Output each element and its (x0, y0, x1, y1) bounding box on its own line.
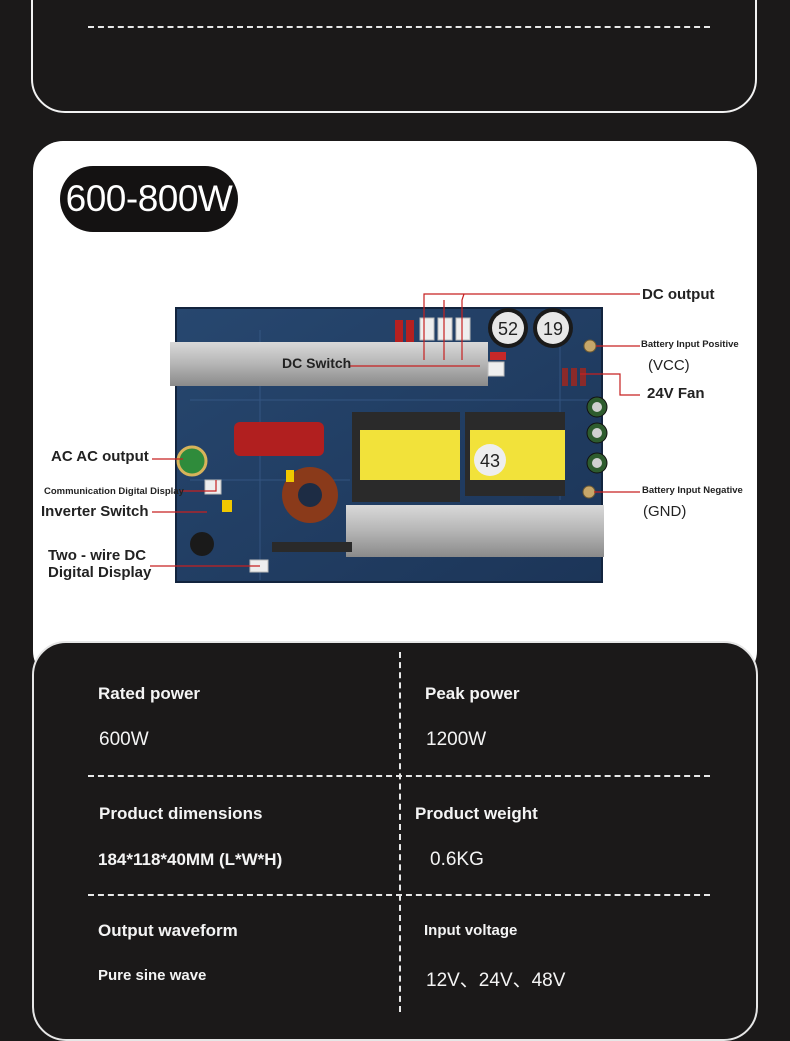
label-dc-output: DC output (642, 286, 715, 303)
label-ac-output: AC AC output (51, 448, 149, 465)
specs-card (32, 641, 758, 1041)
cap-mark-52: 52 (498, 319, 518, 339)
cap-mark-19: 19 (543, 319, 563, 339)
spec-label-peak-power: Peak power (425, 684, 520, 703)
label-two-wire-line1: Two - wire DC (48, 547, 147, 564)
transformer-mark-43: 43 (480, 451, 500, 471)
specs-row-divider-1 (88, 775, 710, 777)
specs-row-divider-2 (88, 894, 710, 896)
label-battery-positive: Battery Input Positive (641, 339, 739, 350)
circuit-board-illustration: 52 19 43 (150, 293, 640, 583)
spec-value-input-voltage: 12V、24V、48V (426, 970, 566, 991)
top-divider (88, 26, 710, 28)
spec-label-rated-power: Rated power (98, 684, 201, 703)
top-heatsink (170, 342, 488, 386)
spec-label-input-voltage: Input voltage (424, 922, 518, 939)
spec-label-waveform: Output waveform (98, 921, 238, 940)
label-dc-switch: DC Switch (282, 355, 352, 371)
spec-value-peak-power: 1200W (426, 729, 487, 750)
label-gnd: (GND) (643, 503, 687, 520)
bottom-heatsink (346, 505, 604, 557)
label-two-wire-line2: Digital Display (48, 564, 152, 581)
specs-column-divider (399, 652, 401, 1012)
label-inverter-switch: Inverter Switch (41, 503, 149, 520)
spec-value-weight: 0.6KG (430, 849, 484, 870)
top-card (31, 0, 757, 113)
label-battery-negative: Battery Input Negative (642, 485, 743, 496)
spec-label-weight: Product weight (415, 804, 538, 823)
label-vcc: (VCC) (648, 357, 690, 374)
wattage-badge: 600-800W (60, 166, 238, 232)
spec-value-dimensions: 184*118*40MM (L*W*H) (98, 850, 283, 869)
spec-label-dimensions: Product dimensions (99, 804, 263, 823)
spec-value-waveform: Pure sine wave (98, 967, 207, 984)
label-comm-display: Communication Digital Display (44, 486, 184, 497)
label-24v-fan: 24V Fan (647, 385, 705, 402)
spec-value-rated-power: 600W (99, 729, 149, 750)
